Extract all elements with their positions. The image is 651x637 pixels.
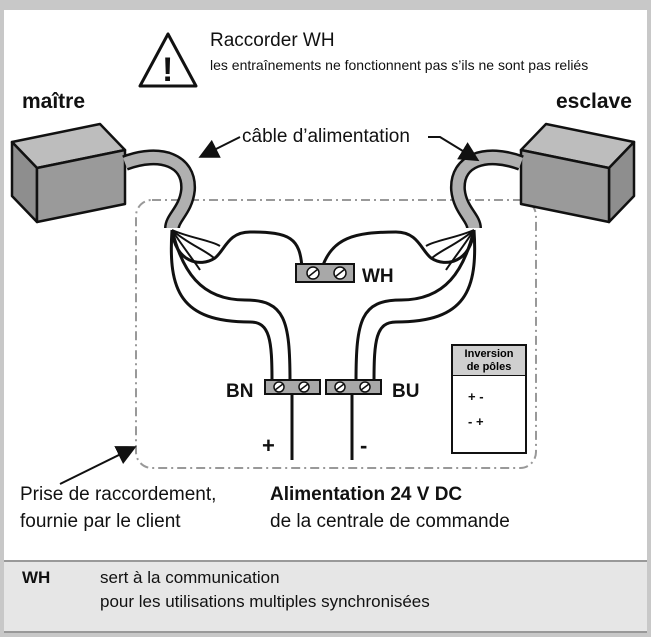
plus-sign-label: +	[262, 433, 275, 458]
slave-drive-box	[519, 122, 636, 224]
master-cut-wires	[171, 229, 221, 271]
socket-note-arrow	[59, 446, 137, 485]
legend-band	[4, 560, 647, 633]
socket-note-line2: fournie par le client	[20, 511, 181, 532]
top-border-bar	[0, 0, 651, 10]
bu-terminal-label: BU	[392, 381, 420, 402]
master-drive-box	[10, 122, 127, 224]
pole-reversal-title-line2: de pôles	[466, 361, 512, 373]
pole-reversal-title-line1: Inversion	[464, 348, 514, 360]
minus-sign-label: -	[360, 433, 368, 458]
warning-triangle-icon	[138, 32, 198, 88]
pole-reversal-title: Inversion de pôles	[453, 346, 525, 376]
customer-socket-outline	[135, 199, 537, 469]
pole-reversal-box: Inversion de pôles + - - +	[451, 344, 527, 454]
wh-terminal-block	[295, 263, 355, 283]
slave-drive-label: esclave	[556, 90, 632, 113]
cable-label: câble d’alimentation	[242, 126, 410, 147]
master-drive-label: maître	[22, 90, 86, 113]
slave-power-cable	[450, 149, 524, 230]
legend-abbreviation: WH	[22, 568, 51, 587]
power-note-line1: Alimentation 24 V DC	[270, 484, 463, 505]
wh-terminal-label: WH	[362, 266, 394, 287]
warning-symbol: !	[162, 51, 174, 89]
wh-wires	[170, 229, 476, 269]
cable-label-arrows	[198, 136, 480, 162]
pole-bottom-signs: - +	[468, 414, 484, 429]
warning-subtitle: les entraînements ne fonctionnent pas s’…	[210, 57, 589, 73]
warning-title: Raccorder WH	[210, 30, 335, 51]
bn-bu-wires	[169, 229, 477, 383]
master-power-cable	[122, 149, 196, 230]
bn-terminal-label: BN	[226, 381, 254, 402]
pole-top-signs: + -	[468, 389, 484, 404]
bn-terminal-block	[264, 379, 321, 395]
supply-leads	[290, 394, 354, 460]
bu-terminal-block	[325, 379, 382, 395]
legend-line2: pour les utilisations multiples synchron…	[100, 592, 430, 611]
slave-cut-wires	[425, 229, 475, 271]
power-note-line2: de la centrale de commande	[270, 511, 510, 532]
legend-line1: sert à la communication	[100, 568, 280, 587]
socket-note-line1: Prise de raccordement,	[20, 484, 217, 505]
